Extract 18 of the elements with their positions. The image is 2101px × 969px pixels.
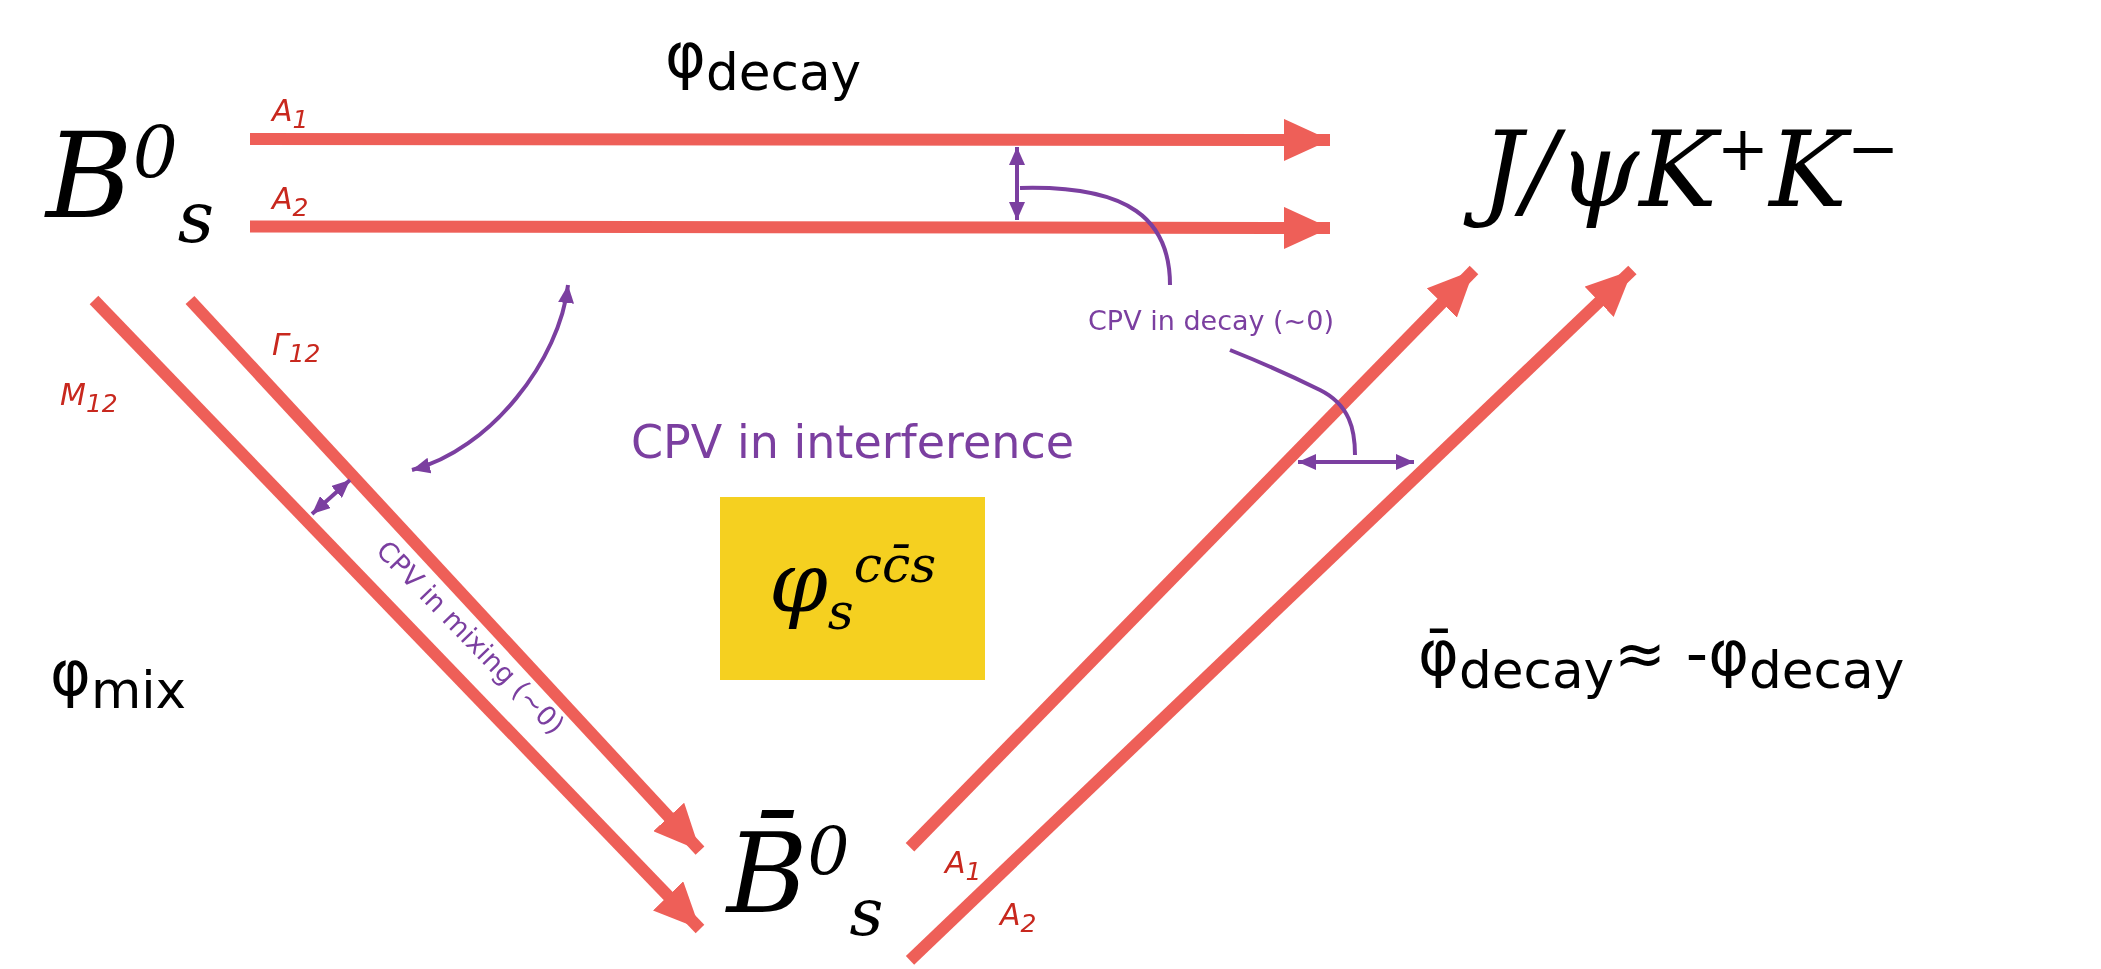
edge-label: A$_{1}$: [272, 96, 309, 132]
annotation: CPV in decay (~0): [1088, 306, 1334, 336]
phase-label: φ$_{decay}$: [665, 22, 862, 102]
edge-label: M$_{12}$: [60, 380, 118, 416]
particle-state: J/ψK$^{+}$K$^{−}$: [1330, 70, 2050, 270]
arrow: [185, 295, 705, 855]
edge-label: A$_{2}$: [1000, 900, 1037, 936]
arrow: [89, 295, 705, 934]
arrow: [250, 118, 1330, 161]
arrow: [250, 206, 1330, 249]
edge-label: Γ$_{12}$: [272, 330, 321, 366]
phase-label: φ$_{mix}$: [50, 640, 187, 720]
arrow: [905, 265, 1479, 852]
arrow: [905, 265, 1637, 965]
edge-label: A$_{2}$: [272, 184, 309, 220]
annotation: CPV in interference: [630, 417, 1075, 468]
phase-relation: φ̄$_{decay}$≈ -φ$_{decay}$: [1418, 620, 1905, 700]
edge-label: A$_{1}$: [945, 848, 982, 884]
